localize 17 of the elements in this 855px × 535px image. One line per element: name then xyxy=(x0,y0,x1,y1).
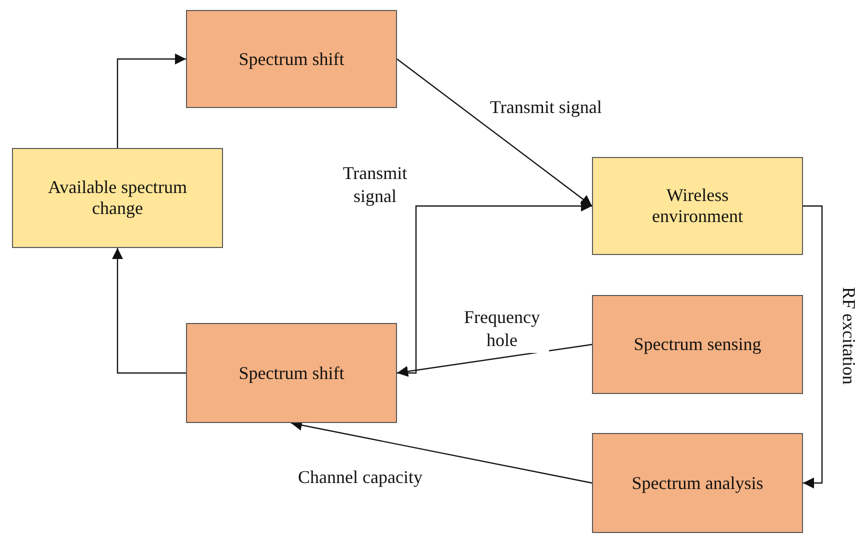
arrow xyxy=(803,205,823,488)
node-label: Available spectrum change xyxy=(46,177,188,219)
node-label: Spectrum shift xyxy=(238,48,344,70)
process-box xyxy=(592,157,803,255)
process-box xyxy=(186,323,397,423)
process-box xyxy=(592,295,803,394)
arrow xyxy=(112,248,186,374)
node-label: Wireless environment xyxy=(651,185,744,227)
process-box xyxy=(12,148,223,248)
node-label: Spectrum sensing xyxy=(634,334,762,355)
arrow xyxy=(396,344,592,377)
arrow xyxy=(116,54,186,148)
node-label: Spectrum analysis xyxy=(632,472,764,494)
node-label: Spectrum shift xyxy=(238,362,344,384)
process-box xyxy=(186,10,397,108)
process-box xyxy=(592,433,803,533)
arrow xyxy=(396,58,592,206)
